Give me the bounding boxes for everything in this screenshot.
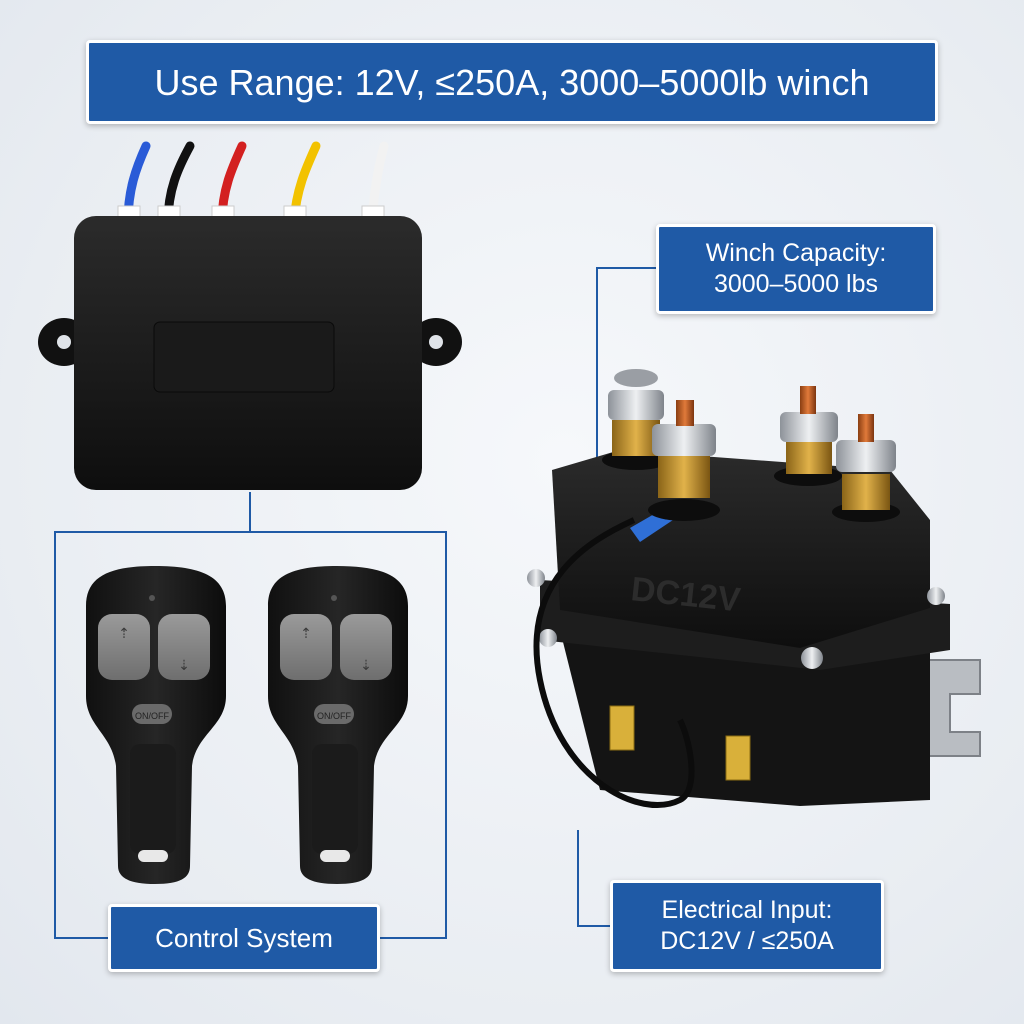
electrical-input-callout: Electrical Input: DC12V / ≤250A: [610, 880, 884, 972]
svg-text:⇡: ⇡: [300, 626, 312, 642]
control-system-text: Control System: [155, 922, 333, 953]
receiver-wires: [117, 141, 389, 227]
control-connector-line-right: [250, 531, 447, 939]
control-connector-line: [54, 492, 251, 939]
down-button: [340, 614, 392, 680]
down-button: [158, 614, 210, 680]
remote-control-left: ⇡ ⇣ ON/OFF: [86, 566, 226, 884]
remote-control-right: ⇡ ⇣ ON/OFF: [268, 566, 408, 884]
power-button-label: ON/OFF: [135, 711, 169, 721]
svg-text:⇣: ⇣: [178, 658, 190, 674]
terminal-post-3: [774, 386, 842, 486]
terminal-post-1: [602, 369, 670, 470]
control-system-callout: Control System: [108, 904, 380, 972]
solenoid-contactor: DC12V: [527, 369, 981, 808]
receiver-box: [38, 216, 462, 490]
power-button: [314, 704, 354, 724]
electrical-connector-line: [577, 830, 610, 927]
winch-capacity-text: Winch Capacity: 3000–5000 lbs: [705, 238, 887, 298]
svg-text:⇡: ⇡: [118, 626, 130, 642]
svg-text:⇣: ⇣: [360, 658, 372, 674]
winch-capacity-callout: Winch Capacity: 3000–5000 lbs: [656, 224, 936, 314]
electrical-input-text: Electrical Input: DC12V / ≤250A: [660, 895, 834, 955]
connector-lines: [54, 267, 656, 939]
power-button-label: ON/OFF: [317, 711, 351, 721]
terminal-post-2: [648, 400, 720, 521]
up-button: [280, 614, 332, 680]
use-range-banner: Use Range: 12V, ≤250A, 3000–5000lb winch: [86, 40, 938, 124]
terminal-post-4: [832, 414, 900, 522]
up-button: [98, 614, 150, 680]
use-range-text: Use Range: 12V, ≤250A, 3000–5000lb winch: [154, 61, 870, 103]
power-button: [132, 704, 172, 724]
